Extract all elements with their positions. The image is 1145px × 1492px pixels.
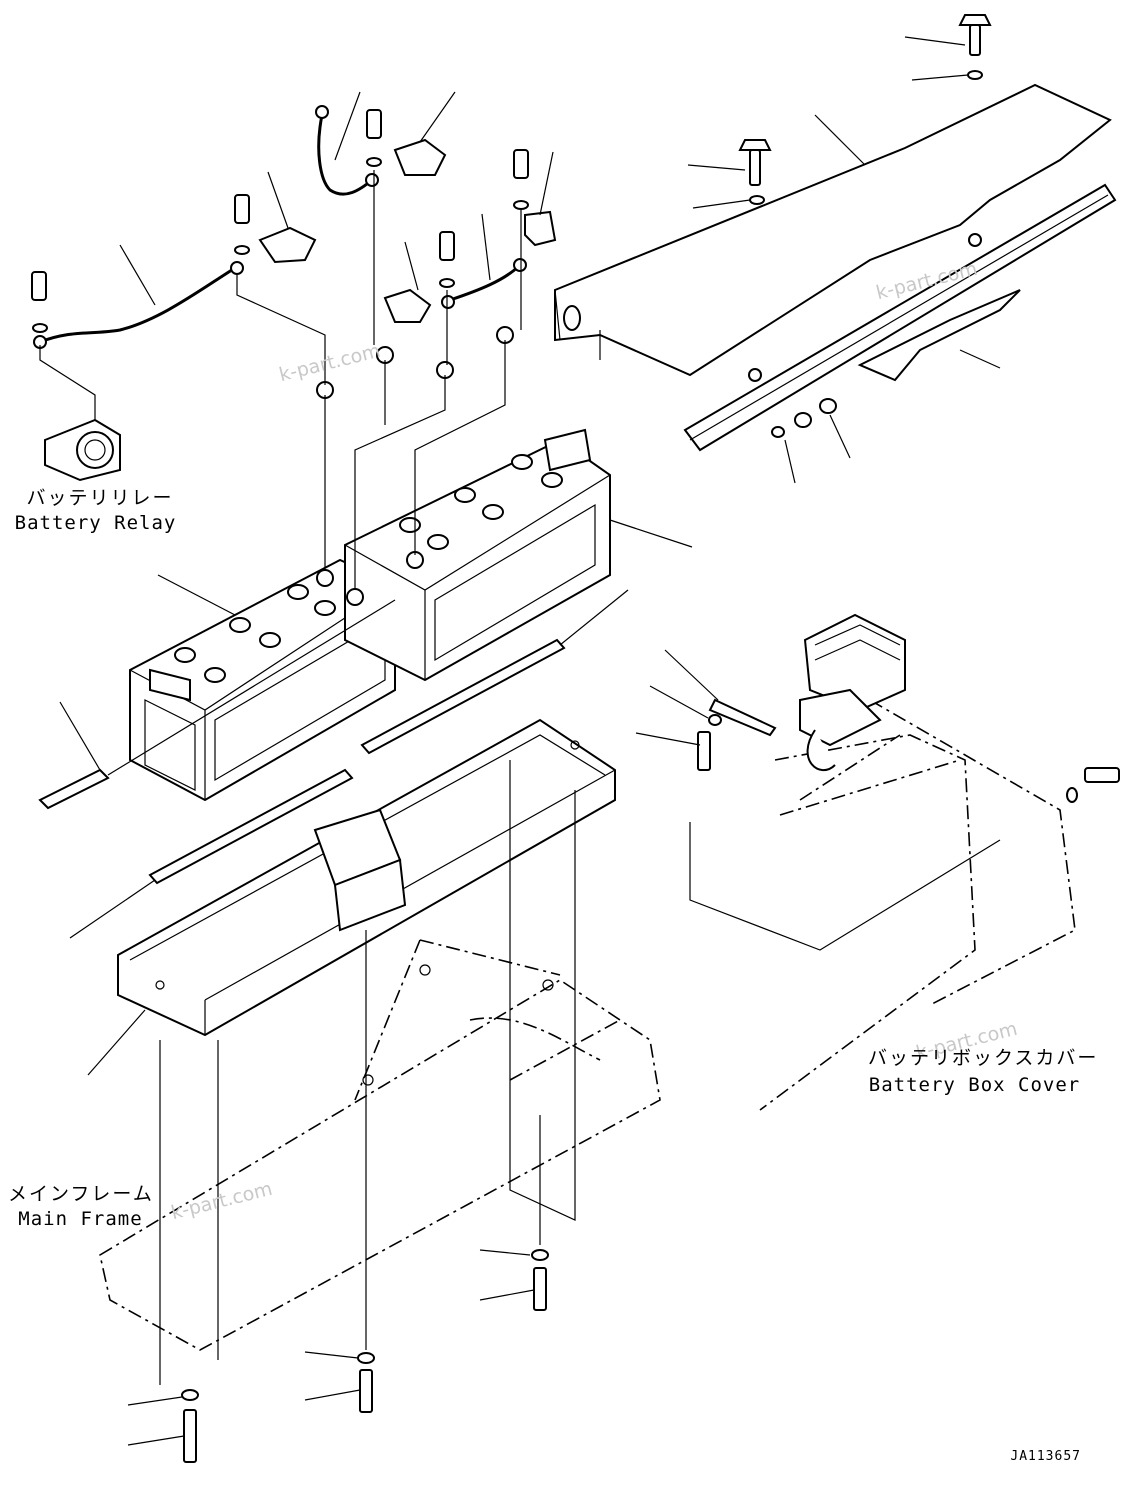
battery-box-cover-label-jp: バッテリボックスカバー (868, 1047, 1099, 1069)
battery-box-cover (759, 699, 1076, 1111)
battery-relay (44, 418, 121, 482)
battery-box-cover-label-en: Battery Box Cover (868, 1074, 1081, 1096)
leader-lines (39, 170, 522, 590)
battery-relay-label-jp: バッテリリレー (26, 487, 174, 509)
hold-down-rod (38, 599, 396, 810)
battery-tray (117, 718, 616, 1037)
wing-bolts (738, 14, 992, 205)
battery-relay-label-en: Battery Relay (14, 512, 177, 534)
rail-nuts (771, 398, 837, 438)
battery-left (129, 558, 396, 802)
battery-cover-plate (554, 83, 1112, 377)
drawing-number: JA113657 (1010, 1449, 1081, 1464)
battery-right (344, 428, 611, 682)
terminal-covers (258, 138, 557, 323)
support-rail (683, 183, 1117, 452)
rubber-pad-right (360, 638, 566, 755)
bolts-top (31, 109, 529, 333)
lamp-bracket (697, 698, 777, 771)
main-frame-label-jp: メインフレーム (8, 1183, 154, 1205)
callout-lines (59, 36, 1001, 1446)
cover-bolt (1066, 767, 1120, 803)
work-lamp (799, 613, 906, 771)
rubber-sheet (857, 289, 1021, 382)
main-frame-label-en: Main Frame (18, 1208, 143, 1230)
cables (33, 105, 527, 349)
bolts-bottom (159, 760, 576, 1463)
